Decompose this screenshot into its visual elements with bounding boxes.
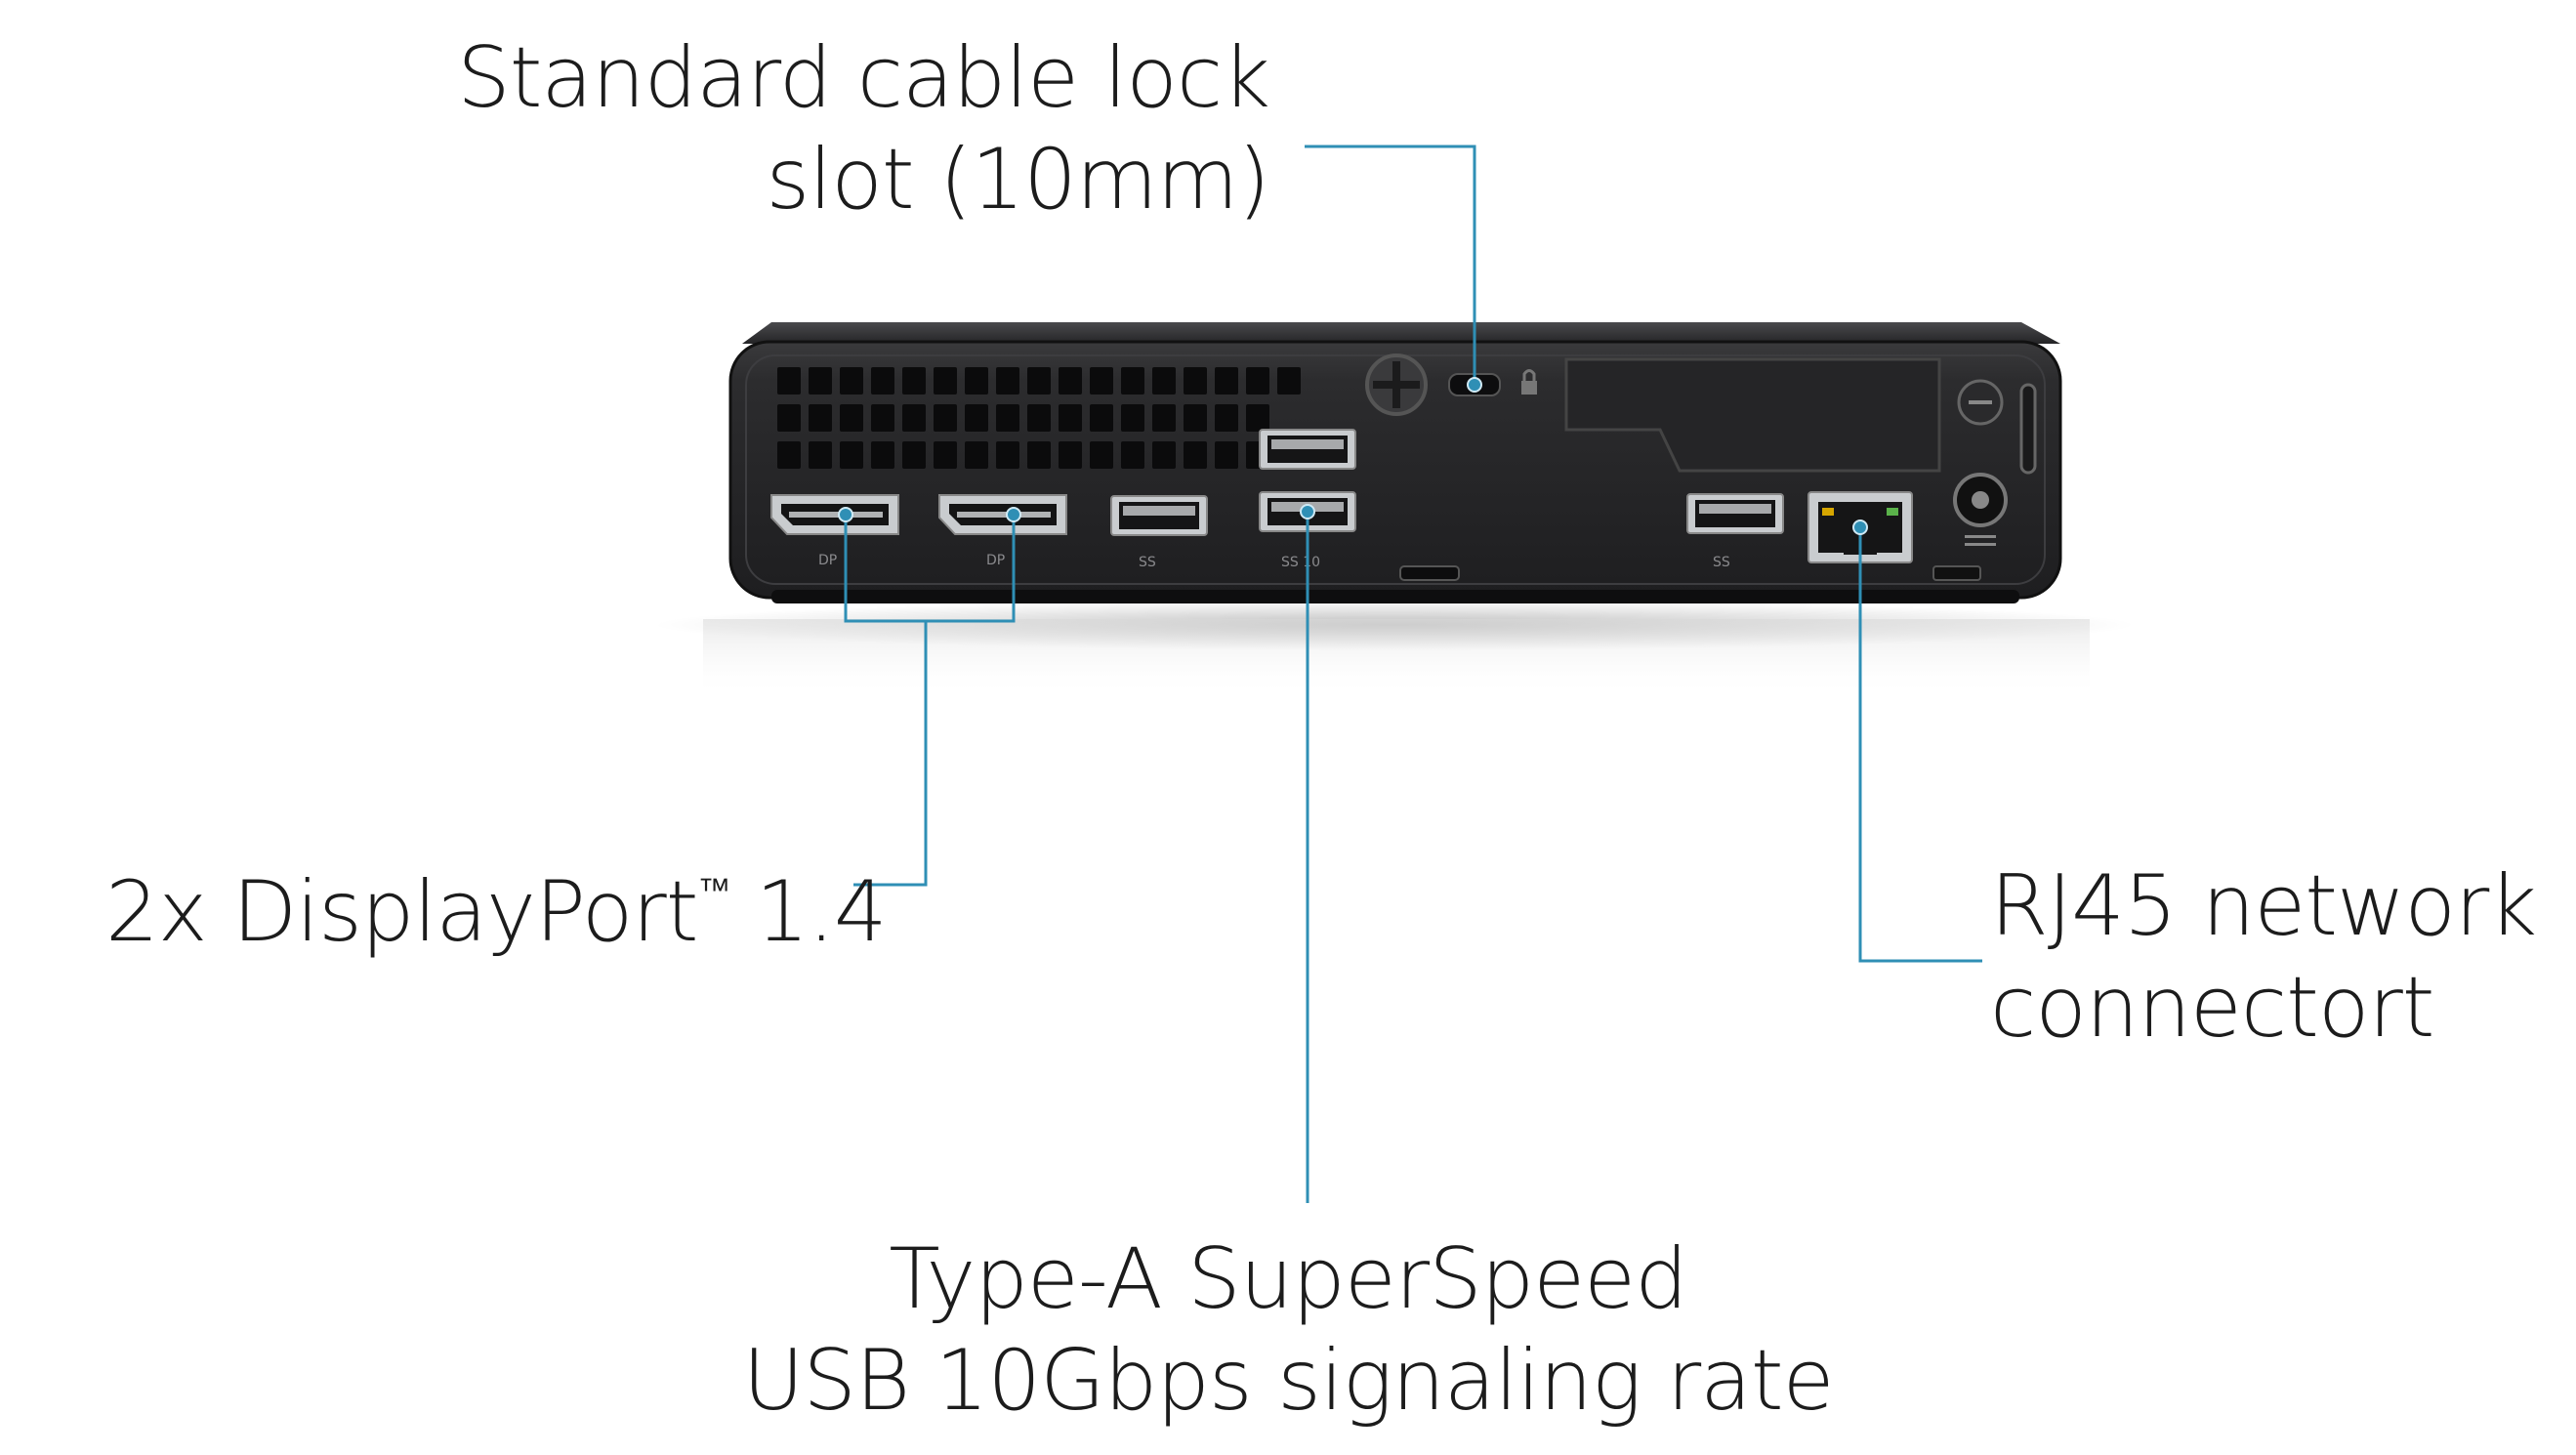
vent-slot: [1121, 404, 1144, 432]
vent-slot: [777, 441, 801, 469]
displayport-version: 1.4: [729, 863, 888, 961]
vent-slot: [1027, 441, 1051, 469]
device-shadow: [652, 600, 2137, 697]
vent-slot: [871, 404, 894, 432]
vent-slot: [902, 404, 926, 432]
vent-slot: [1121, 441, 1144, 469]
cable-lock-line-1: Standard cable lock: [457, 29, 1270, 127]
usb-a-port-top[interactable]: [1259, 429, 1356, 470]
vent-slot: [996, 367, 1019, 395]
vent-slot: [1184, 367, 1207, 395]
vent-slot: [1184, 404, 1207, 432]
thumbscrew-icon: [1365, 353, 1428, 416]
vent-slot: [1090, 441, 1113, 469]
usb-a-port-1[interactable]: [1110, 495, 1208, 536]
security-loop-slot: [1932, 565, 1981, 581]
rj45-line-1: RJ45 network: [1990, 857, 2537, 955]
vent-slot: [965, 441, 988, 469]
cable-lock-callout: Standard cable lock slot (10mm): [457, 27, 1270, 230]
rj45-leader: [1858, 527, 1982, 963]
vent-slot: [902, 441, 926, 469]
side-latch: [2019, 383, 2037, 475]
cable-lock-line-2: slot (10mm): [766, 131, 1270, 229]
port-marks: DP DP SS SS 10 SS: [818, 553, 1730, 570]
rj45-callout: RJ45 network connectort: [1990, 855, 2537, 1059]
vent-slot: [1027, 404, 1051, 432]
displayport-text: 2x DisplayPort: [105, 863, 698, 961]
usb-a-port-right[interactable]: [1686, 493, 1784, 534]
vent-slot: [1059, 367, 1082, 395]
rj45-line-2: connectort: [1990, 959, 2435, 1057]
vent-slot: [871, 441, 894, 469]
vent-slot: [1152, 441, 1176, 469]
vent-slot: [934, 441, 957, 469]
vent-slot: [934, 404, 957, 432]
vent-slot: [840, 404, 863, 432]
vent-slot: [1121, 367, 1144, 395]
vent-slot: [1215, 367, 1238, 395]
vent-slot: [809, 441, 832, 469]
vent-slot: [1246, 367, 1269, 395]
vent-slot: [1152, 404, 1176, 432]
callout-lines: [844, 145, 1982, 1203]
padlock-icon: [1521, 369, 1537, 395]
vent-slot: [1090, 367, 1113, 395]
dc-power-jack[interactable]: [1953, 473, 2008, 546]
vent-slot: [840, 441, 863, 469]
vent-slot: [1090, 404, 1113, 432]
displayport-1[interactable]: [770, 494, 899, 535]
displayport-leader-drop: [853, 621, 928, 887]
dp1-mark: DP: [818, 553, 837, 568]
cable-lock-leader: [1305, 145, 1476, 385]
vent-slot: [996, 441, 1019, 469]
vent-slot: [1277, 367, 1301, 395]
displayport-2[interactable]: [938, 494, 1067, 535]
vent-slot: [902, 367, 926, 395]
displayport-leader: [844, 515, 1016, 623]
usb-line-1: Type-A SuperSpeed: [889, 1230, 1687, 1328]
vent-slot: [840, 367, 863, 395]
vent-slot: [996, 404, 1019, 432]
dp2-mark: DP: [986, 553, 1005, 568]
vent-slot: [1152, 367, 1176, 395]
usb-callout: Type-A SuperSpeed USB 10Gbps signaling r…: [0, 1228, 2576, 1432]
usb-line-2: USB 10Gbps signaling rate: [742, 1332, 1834, 1430]
displayport-callout: 2x DisplayPort™ 1.4: [105, 840, 888, 963]
vent-slot: [1215, 404, 1238, 432]
vent-slot: [1215, 441, 1238, 469]
usb-10-mark: SS 10: [1281, 555, 1320, 570]
vent-slot: [934, 367, 957, 395]
vent-slot: [777, 404, 801, 432]
vent-slot: [1027, 367, 1051, 395]
callout-dots: [838, 377, 1868, 535]
ventilation-grille: [777, 367, 1301, 469]
vent-slot: [777, 367, 801, 395]
vent-slot: [809, 404, 832, 432]
trademark-symbol: ™: [697, 871, 730, 910]
power-button-icon[interactable]: [1957, 379, 2004, 426]
vent-slot: [1059, 404, 1082, 432]
vent-slot: [1059, 441, 1082, 469]
vent-slot: [965, 367, 988, 395]
usb-mark: SS: [1139, 555, 1156, 570]
vent-slot: [809, 367, 832, 395]
vent-slot: [1184, 441, 1207, 469]
usb-right-mark: SS: [1713, 555, 1730, 570]
expansion-bay-cover: [1564, 357, 1941, 473]
vent-slot: [965, 404, 988, 432]
vent-slot: [1246, 404, 1269, 432]
kensington-slot: [1399, 565, 1460, 581]
vent-slot: [871, 367, 894, 395]
